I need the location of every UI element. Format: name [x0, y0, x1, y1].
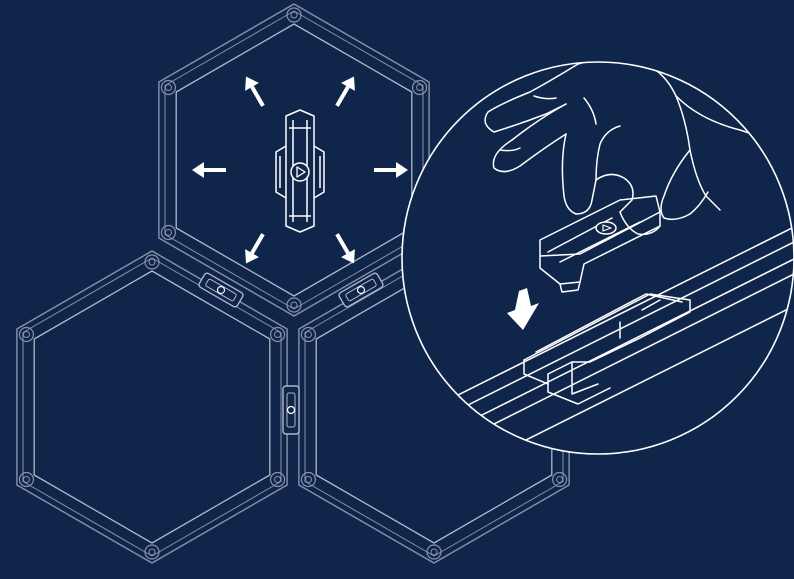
arrow-down-left-icon: [245, 234, 263, 263]
corner-boss: [161, 226, 175, 240]
arrow-down-right-icon: [337, 234, 355, 263]
corner-boss: [413, 81, 427, 95]
corner-boss: [19, 473, 33, 487]
corner-boss: [287, 8, 301, 22]
corner-boss: [553, 473, 567, 487]
corner-boss: [301, 328, 315, 342]
corner-boss: [271, 473, 285, 487]
connector-top-left-link: [198, 272, 244, 308]
corner-boss: [427, 545, 441, 559]
arrow-left-icon: [192, 162, 226, 178]
corner-boss: [301, 473, 315, 487]
arrow-up-right-icon: [337, 77, 355, 106]
corner-boss: [287, 298, 301, 312]
corner-boss: [161, 81, 175, 95]
zoom-detail-circle: [402, 58, 794, 468]
connector-bottom-link: [283, 386, 299, 434]
corner-boss: [145, 255, 159, 269]
center-connector-icon: [276, 110, 324, 232]
corner-boss: [271, 328, 285, 342]
corner-boss: [19, 328, 33, 342]
corner-boss: [145, 545, 159, 559]
hexagon-panel-bottom-left: [17, 251, 287, 563]
arrow-right-icon: [374, 162, 408, 178]
arrow-up-left-icon: [245, 77, 263, 106]
